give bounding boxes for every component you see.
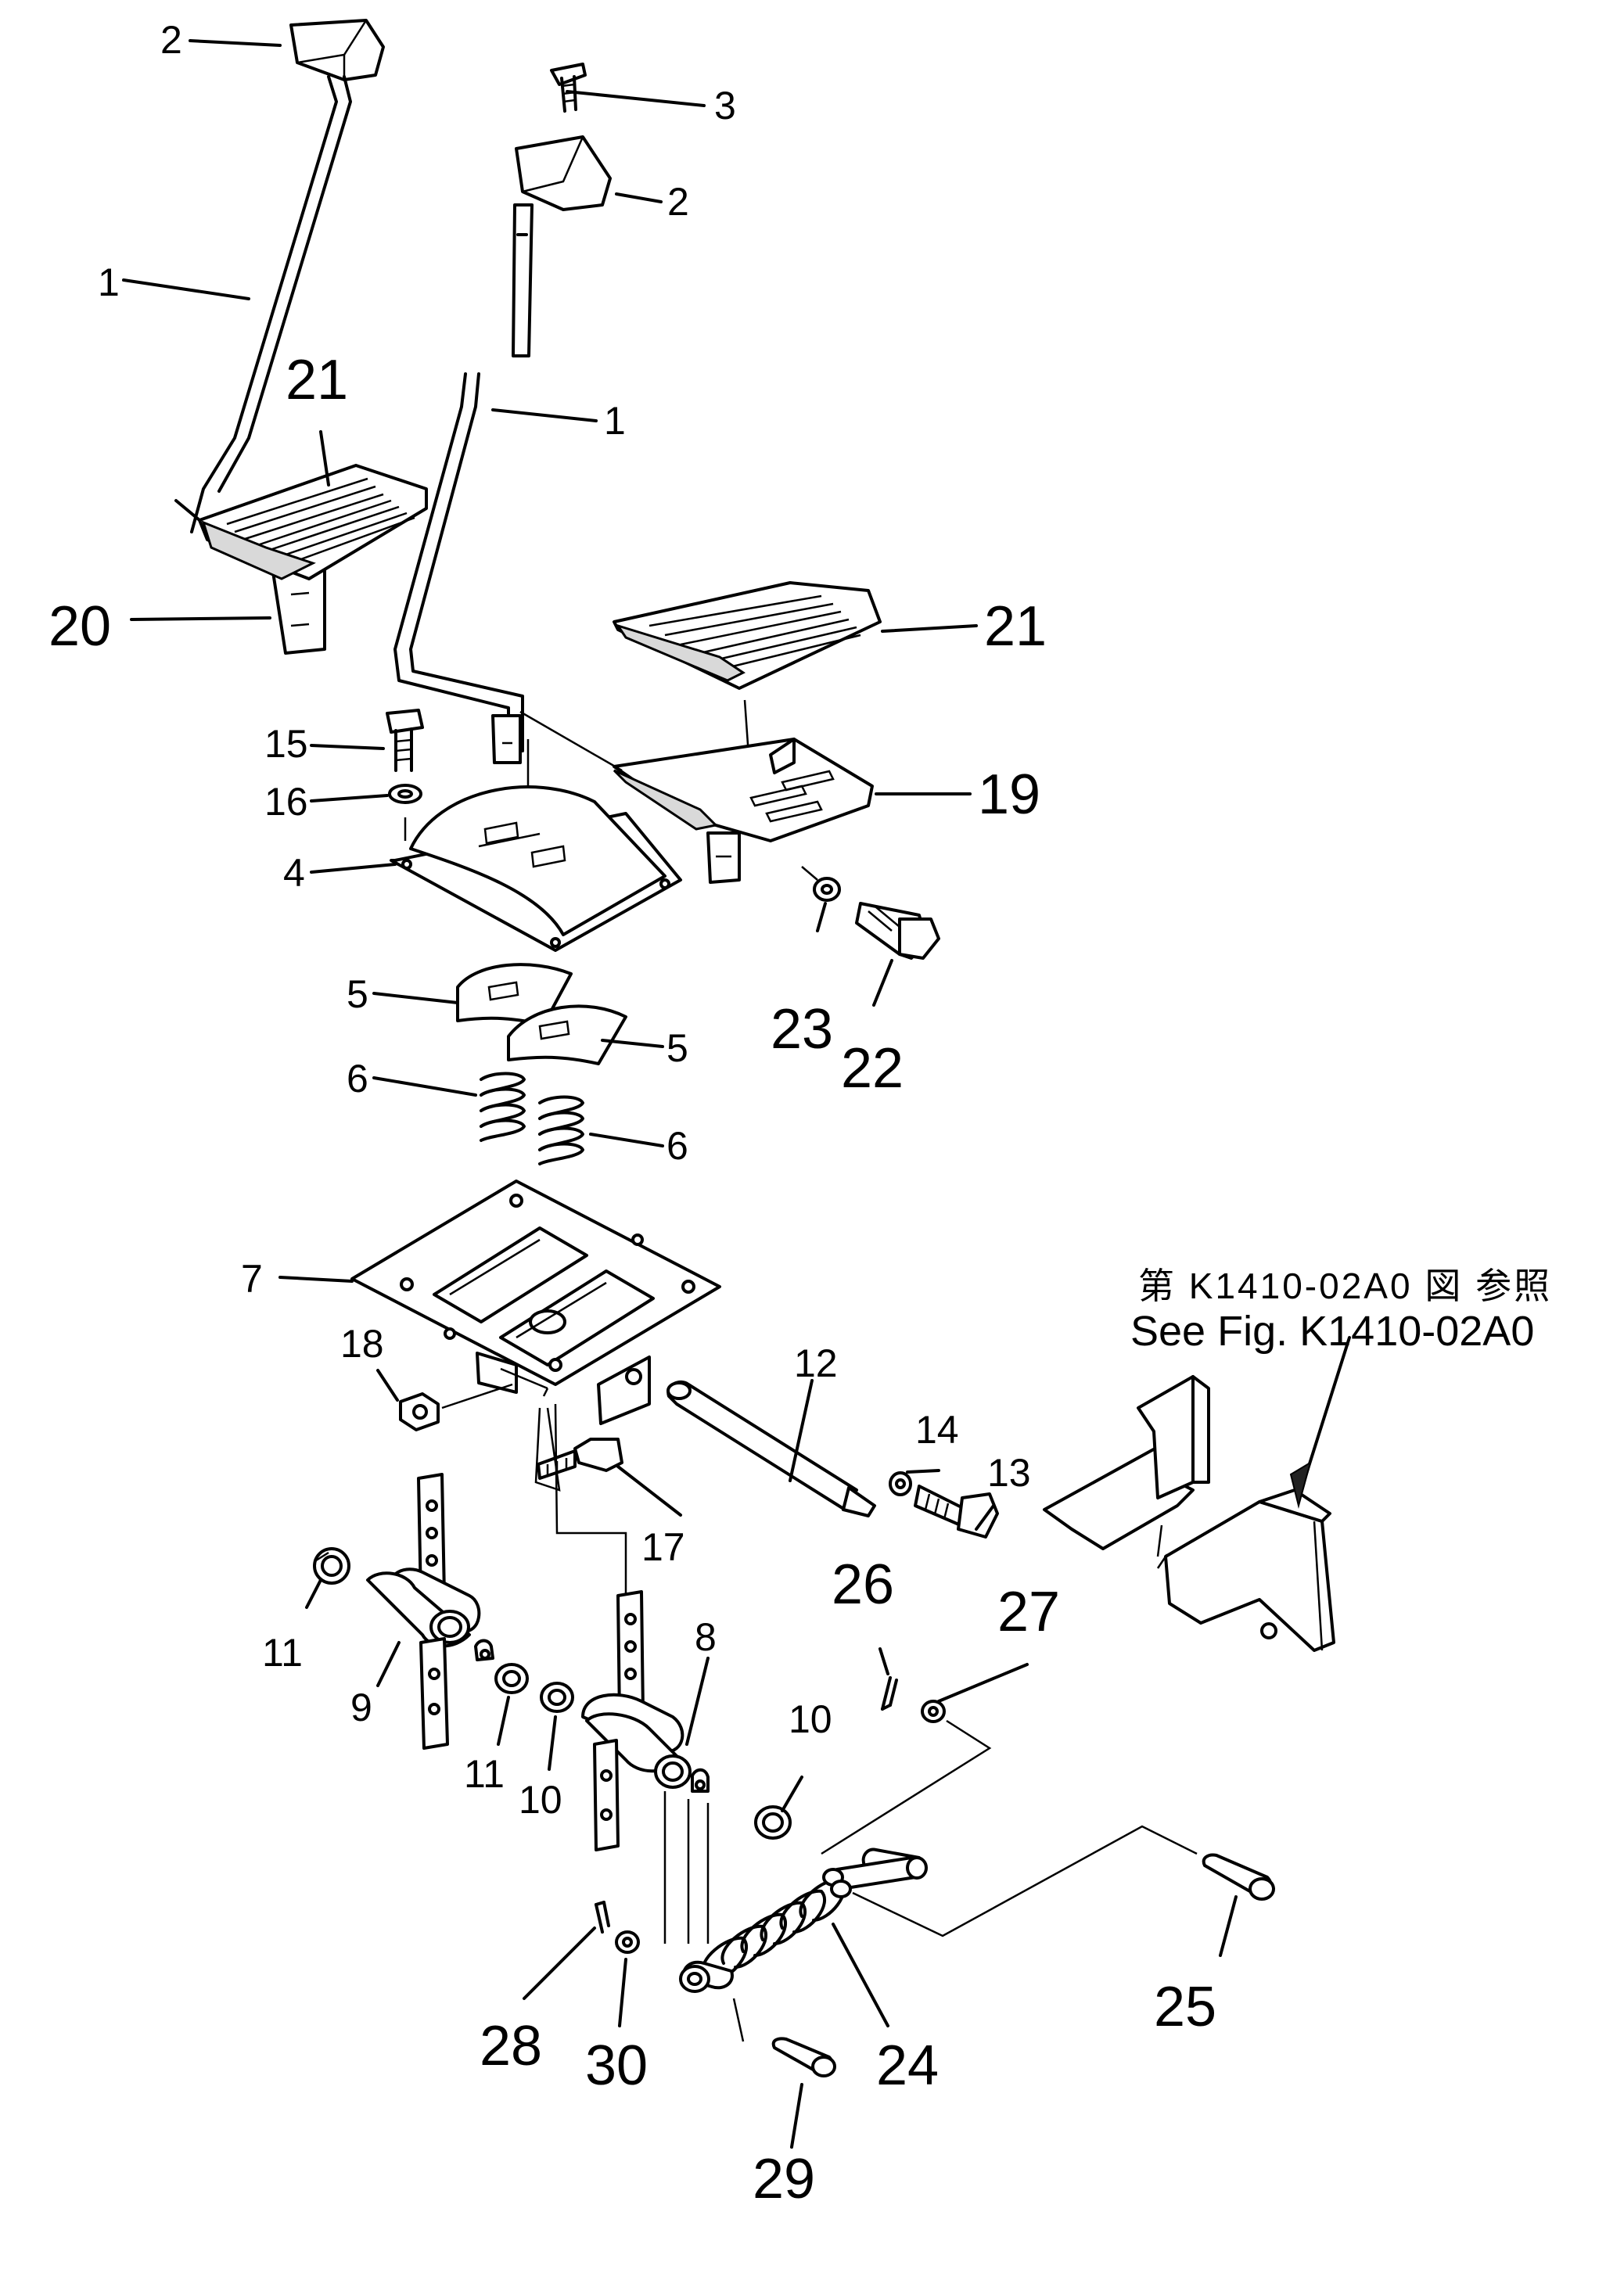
callout-22: 22 (841, 1037, 904, 1100)
callout-6b: 6 (666, 1124, 688, 1168)
callout-25: 25 (1154, 1976, 1216, 2038)
pin-washer-26-27 (821, 1676, 992, 1855)
callout-11a: 11 (262, 1631, 303, 1675)
callout-1a: 1 (98, 260, 120, 304)
callout-30: 30 (585, 2034, 648, 2097)
bolt-washer-22-23 (801, 866, 940, 960)
left-lever-assembly (174, 19, 428, 655)
seat-parts-5 (456, 963, 627, 1065)
callout-26: 26 (832, 1553, 894, 1616)
callout-13: 13 (987, 1451, 1031, 1495)
callout-20: 20 (49, 595, 111, 658)
plate-7 (350, 1180, 721, 1425)
callout-7: 7 (241, 1257, 263, 1301)
right-pedal-assembly (613, 581, 882, 884)
lever-bracket-9 (366, 1473, 494, 1750)
leader-lines (122, 39, 1238, 2149)
callout-29: 29 (753, 2148, 815, 2210)
callout-10a: 10 (519, 1778, 562, 1822)
bushing-10-right (754, 1805, 792, 1840)
bushing-11-left (313, 1547, 350, 1585)
callout-8: 8 (695, 1615, 717, 1659)
callout-21b: 21 (984, 595, 1047, 658)
pin-washer-28-30 (595, 1901, 640, 1954)
callout-15: 15 (264, 722, 308, 766)
cover-assembly (386, 709, 682, 952)
pin-29 (732, 1998, 836, 2077)
lever-bracket-8 (581, 1590, 710, 1944)
callout-2b: 2 (667, 180, 689, 224)
spring-rod-24 (679, 1825, 1198, 1993)
callout-11b: 11 (464, 1752, 505, 1796)
callout-6a: 6 (347, 1057, 368, 1101)
callout-10b: 10 (789, 1697, 832, 1741)
springs-6 (480, 1072, 584, 1165)
callout-14: 14 (915, 1408, 959, 1452)
callout-1b: 1 (604, 399, 626, 443)
reference-bracket (1043, 1336, 1351, 1652)
assembly-line (519, 710, 623, 772)
bushing-11-mid (494, 1663, 529, 1694)
pin-25 (1202, 1853, 1275, 1901)
bushing-10-mid (540, 1682, 574, 1713)
callout-2a: 2 (160, 18, 182, 62)
callout-27: 27 (997, 1581, 1060, 1643)
washer-bolt-13-14 (889, 1471, 999, 1539)
callout-numbers: 2 3 2 1 1 21 20 21 19 15 16 4 23 22 5 5 … (49, 18, 1216, 2210)
right-lever-assembly (393, 63, 612, 764)
callout-23: 23 (771, 998, 833, 1061)
callout-3: 3 (714, 84, 736, 127)
callout-21a: 21 (286, 349, 348, 411)
callout-12: 12 (794, 1341, 838, 1385)
callout-17: 17 (641, 1525, 685, 1569)
callout-9: 9 (350, 1686, 372, 1729)
nut-bolt-17-18 (399, 1383, 627, 1596)
shaft-12 (666, 1380, 876, 1517)
callout-16: 16 (264, 780, 308, 824)
callout-5b: 5 (666, 1026, 688, 1070)
callout-5a: 5 (347, 972, 368, 1016)
callout-18: 18 (340, 1322, 384, 1366)
callout-28: 28 (480, 2015, 542, 2077)
callout-4: 4 (283, 851, 305, 895)
callout-19: 19 (978, 763, 1040, 826)
reference-note-english: See Fig. K1410-02A0 (1130, 1308, 1534, 1355)
reference-note-japanese: 第 K1410-02A0 図 参照 (1138, 1266, 1552, 1306)
reference-note: 第 K1410-02A0 図 参照 See Fig. K1410-02A0 (1130, 1266, 1552, 1355)
callout-24: 24 (876, 2034, 939, 2097)
